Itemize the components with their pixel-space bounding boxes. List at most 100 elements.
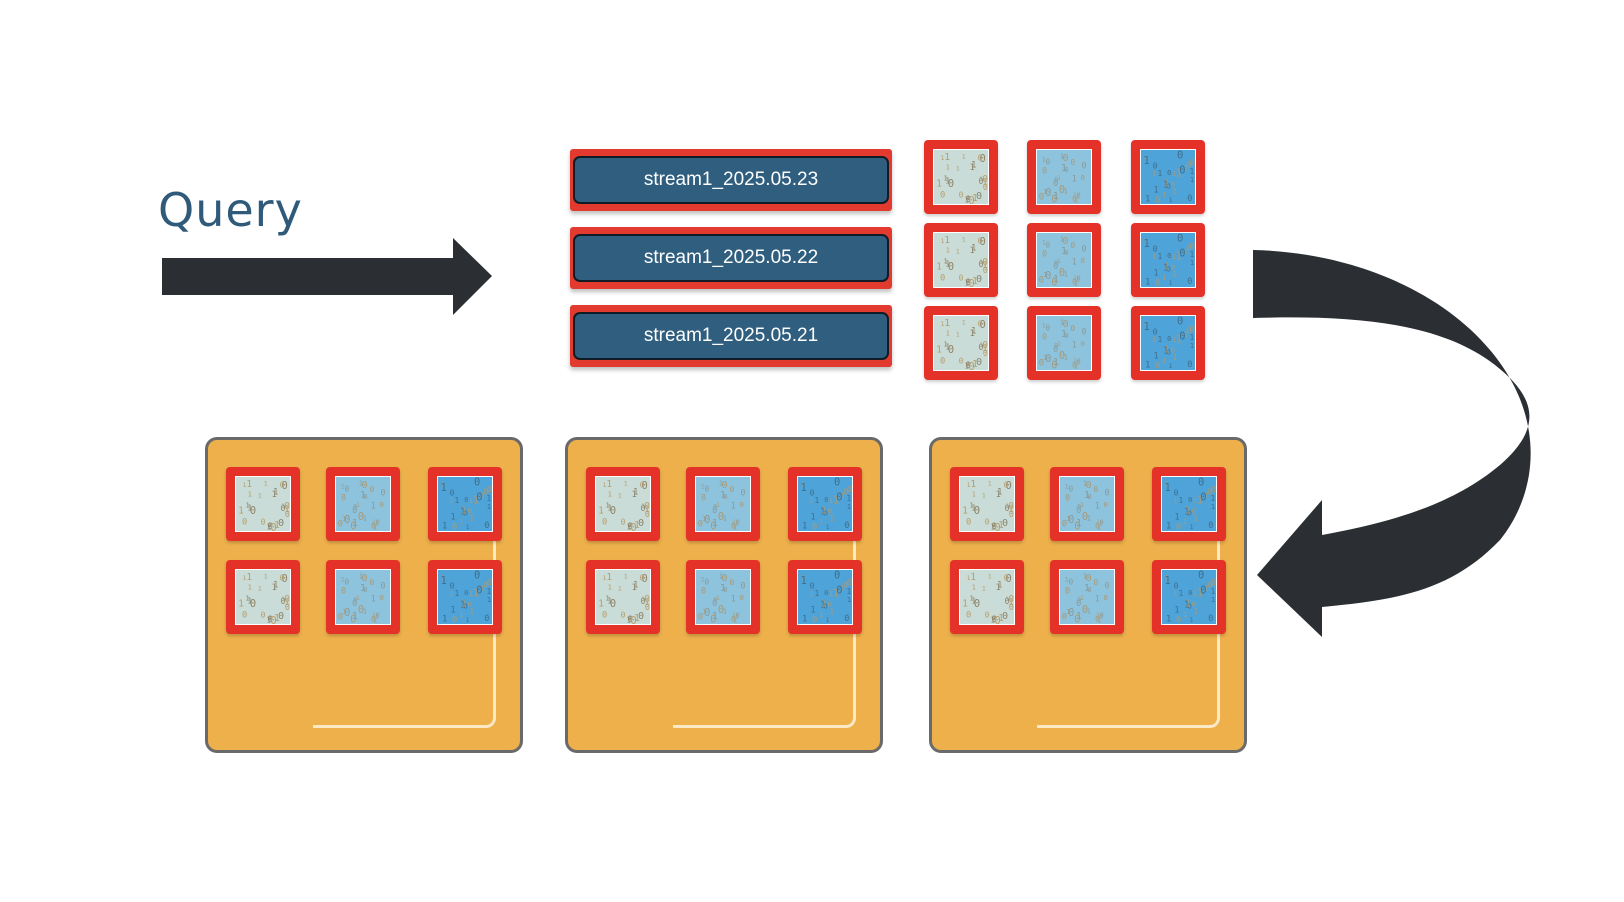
svg-text:1: 1 (941, 155, 945, 162)
svg-text:0: 0 (824, 510, 828, 518)
svg-text:0: 0 (358, 604, 364, 616)
svg-text:0: 0 (1009, 510, 1014, 520)
svg-text:1: 1 (644, 598, 649, 608)
svg-text:1: 1 (1211, 595, 1215, 604)
svg-text:0: 0 (698, 612, 704, 623)
svg-text:1: 1 (1157, 169, 1162, 178)
svg-text:1: 1 (979, 259, 983, 266)
svg-text:1: 1 (1060, 234, 1064, 243)
svg-text:1: 1 (284, 598, 289, 608)
svg-text:0: 0 (1186, 326, 1191, 336)
svg-text:1: 1 (363, 513, 367, 522)
svg-text:0: 0 (712, 506, 717, 516)
svg-text:0: 0 (1039, 275, 1045, 286)
svg-text:0: 0 (1176, 616, 1181, 624)
svg-text:0: 0 (698, 519, 704, 530)
svg-text:1: 1 (1145, 360, 1151, 370)
svg-text:0: 0 (1198, 477, 1204, 488)
svg-text:0: 0 (1042, 165, 1047, 175)
svg-text:1: 1 (1173, 590, 1177, 598)
svg-text:1: 1 (1184, 330, 1188, 338)
svg-text:0: 0 (983, 349, 988, 359)
svg-text:1: 1 (454, 496, 459, 505)
svg-text:0: 0 (468, 599, 472, 608)
svg-text:1: 1 (632, 582, 637, 592)
svg-text:0: 0 (1087, 492, 1091, 501)
svg-text:1: 1 (461, 598, 467, 609)
svg-text:0: 0 (602, 611, 607, 621)
svg-text:0: 0 (1080, 339, 1084, 348)
svg-text:0: 0 (995, 522, 1001, 531)
svg-text:1: 1 (979, 176, 983, 183)
svg-text:0: 0 (250, 598, 256, 610)
svg-text:1: 1 (363, 606, 367, 615)
svg-text:0: 0 (464, 496, 468, 504)
svg-text:0: 0 (1190, 324, 1195, 334)
svg-text:0: 0 (704, 577, 709, 586)
svg-text:0: 0 (1065, 492, 1070, 502)
svg-text:0: 0 (464, 510, 468, 518)
svg-text:1: 1 (732, 520, 736, 526)
svg-text:0: 0 (344, 514, 350, 526)
svg-text:0: 0 (280, 503, 285, 513)
svg-text:0: 0 (1074, 614, 1080, 624)
svg-text:0: 0 (376, 519, 380, 527)
svg-text:1: 1 (946, 246, 950, 254)
svg-text:0: 0 (1190, 158, 1195, 168)
svg-text:0: 0 (474, 477, 480, 488)
svg-text:0: 0 (1070, 323, 1075, 333)
svg-text:1: 1 (1076, 195, 1080, 201)
svg-text:0: 0 (1004, 479, 1009, 489)
svg-text:1: 1 (956, 248, 960, 255)
svg-text:0: 0 (966, 518, 971, 528)
svg-text:1: 1 (356, 595, 360, 602)
svg-text:0: 0 (483, 580, 488, 590)
svg-text:0: 0 (969, 278, 975, 287)
svg-text:1: 1 (732, 613, 736, 619)
svg-text:0: 0 (338, 612, 344, 623)
svg-text:0: 0 (352, 506, 357, 516)
svg-text:0: 0 (1192, 506, 1196, 515)
svg-text:0: 0 (976, 274, 982, 285)
svg-text:1: 1 (1076, 611, 1082, 622)
svg-text:0: 0 (363, 585, 367, 594)
stream-label: stream1_2025.05.21 (573, 312, 889, 360)
svg-text:1: 1 (1064, 186, 1068, 195)
svg-text:1: 1 (273, 581, 278, 591)
svg-text:0: 0 (464, 589, 468, 597)
svg-text:1: 1 (1205, 584, 1209, 592)
svg-text:0: 0 (836, 492, 842, 504)
svg-text:0: 0 (995, 615, 1001, 624)
svg-text:0: 0 (1086, 573, 1092, 584)
svg-text:1: 1 (454, 589, 459, 598)
svg-text:0: 0 (704, 607, 710, 619)
svg-text:1: 1 (936, 178, 942, 189)
svg-text:0: 0 (1082, 511, 1088, 523)
svg-text:1: 1 (944, 235, 950, 246)
svg-text:0: 0 (338, 519, 344, 530)
svg-text:1: 1 (841, 491, 845, 499)
svg-text:1: 1 (469, 496, 473, 505)
svg-text:0: 0 (278, 518, 284, 529)
svg-text:1: 1 (1178, 589, 1183, 598)
svg-text:0: 0 (722, 480, 728, 491)
svg-text:0: 0 (1064, 248, 1068, 257)
svg-text:1: 1 (701, 484, 705, 491)
svg-text:1: 1 (731, 500, 736, 510)
svg-text:0: 0 (1077, 192, 1081, 200)
svg-text:1: 1 (944, 318, 950, 329)
svg-text:1: 1 (1072, 339, 1077, 349)
svg-text:0: 0 (704, 514, 710, 526)
